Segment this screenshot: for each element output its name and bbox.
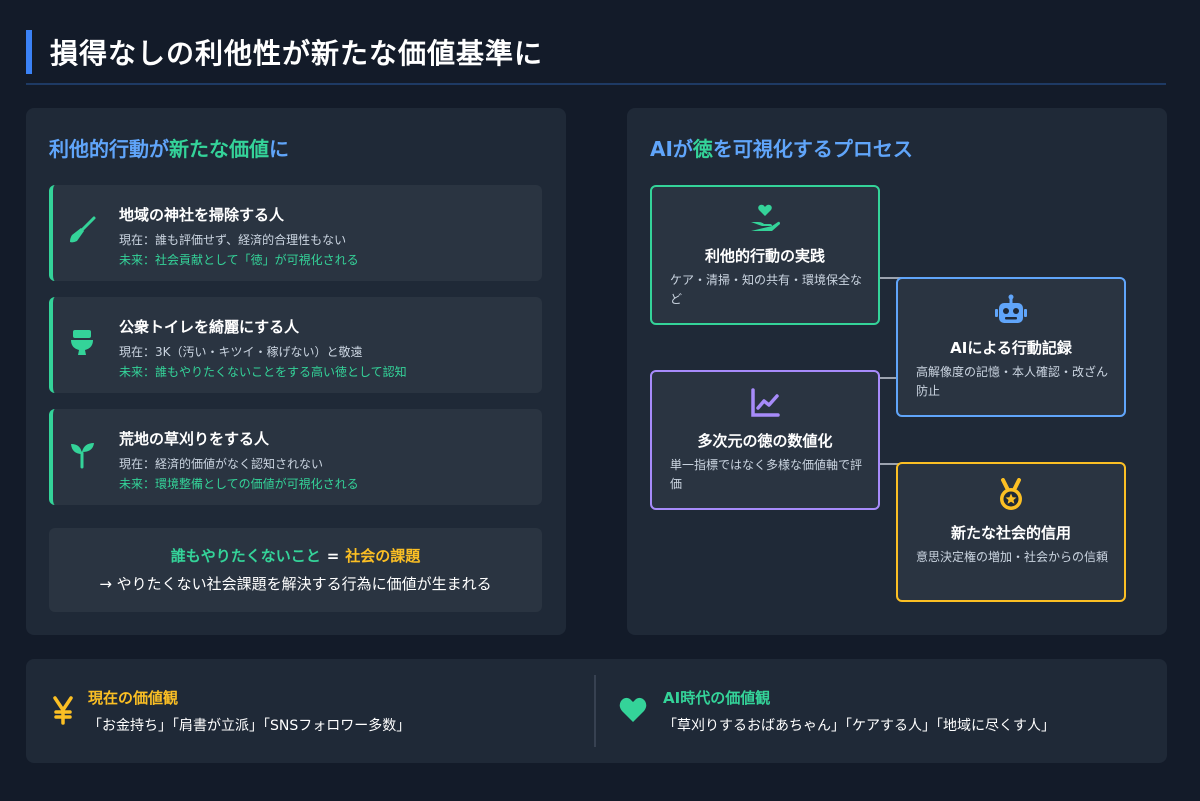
card-title: 地域の神社を掃除する人 [119, 206, 285, 224]
card-title: 荒地の草刈りをする人 [119, 430, 270, 448]
step-desc: ケア・清掃・知の共有・環境保全など [670, 273, 863, 306]
title-divider [26, 83, 1166, 85]
process-panel: AIが徳を可視化するプロセス 利他的行動の実践 ケア・清掃・知の共有・環境保全な… [627, 108, 1167, 635]
heading-part-3: に [269, 137, 289, 161]
medal-icon [1000, 478, 1022, 510]
heading-part-1: AIが [650, 137, 693, 161]
summary-equation: 誰もやりたくないこと = 社会の課題 [49, 545, 542, 566]
process-step-1: 利他的行動の実践 ケア・清掃・知の共有・環境保全など [650, 185, 880, 325]
step-title: 新たな社会的信用 [950, 524, 1071, 542]
values-comparison-bar: 現在の価値観 「お金持ち」「肩書が立派」「SNSフォロワー多数」 AI時代の価値… [26, 659, 1167, 763]
card-now: 現在：誰も評価せず、経済的合理性もない [119, 233, 347, 247]
card-future: 未来：誰もやりたくないことをする高い徳として認知 [119, 365, 407, 379]
card-now: 現在：経済的価値がなく認知されない [119, 457, 324, 471]
broom-icon [70, 216, 96, 243]
step-desc: 単一指標ではなく多様な価値軸で評価 [670, 458, 863, 491]
process-step-3: 多次元の徳の数値化 単一指標ではなく多様な価値軸で評価 [650, 370, 880, 510]
step-desc: 高解像度の記憶・本人確認・改ざん防止 [916, 365, 1109, 398]
heading-part-2: 徳 [692, 137, 713, 161]
card-now: 現在：3K（汚い・キツイ・稼げない）と敬遠 [119, 345, 363, 359]
step-title: 多次元の徳の数値化 [697, 432, 833, 450]
page-title: 損得なしの利他性が新たな価値基準に [50, 37, 544, 70]
summary-left: 誰もやりたくないこと [170, 547, 321, 565]
process-panel-heading: AIが徳を可視化するプロセス [650, 133, 913, 162]
current-values-title: 現在の価値観 [88, 689, 179, 707]
current-values-text: 「お金持ち」「肩書が立派」「SNSフォロワー多数」 [88, 718, 411, 734]
step-desc: 意思決定権の増加・社会からの信頼 [916, 550, 1109, 564]
page-title-bar: 損得なしの利他性が新たな価値基準に [26, 30, 543, 74]
person-card-shrine: 地域の神社を掃除する人 現在：誰も評価せず、経済的合理性もない 未来：社会貢献と… [49, 185, 542, 281]
summary-right: 社会の課題 [345, 547, 421, 565]
summary-box: 誰もやりたくないこと = 社会の課題 → やりたくない社会課題を解決する行為に価値が… [49, 528, 542, 612]
process-step-2: AIによる行動記録 高解像度の記憶・本人確認・改ざん防止 [896, 277, 1126, 417]
summary-conclusion: → やりたくない社会課題を解決する行為に価値が生まれる [99, 575, 492, 593]
ai-era-values-title: AI時代の価値観 [663, 689, 771, 707]
seedling-icon [71, 443, 94, 469]
heart-hand-icon [751, 204, 780, 231]
robot-icon [995, 294, 1027, 323]
card-future: 未来：社会貢献として「徳」が可視化される [119, 253, 359, 267]
heading-part-2: 新たな価値 [169, 137, 269, 161]
card-future: 未来：環境整備としての価値が可視化される [119, 477, 359, 491]
bottom-divider [594, 675, 596, 747]
summary-equals: = [326, 547, 340, 565]
heart-icon [619, 697, 647, 722]
step-title: AIによる行動記録 [950, 339, 1072, 357]
process-step-4: 新たな社会的信用 意思決定権の増加・社会からの信頼 [896, 462, 1126, 602]
person-card-toilet: 公衆トイレを綺麗にする人 現在：3K（汚い・キツイ・稼げない）と敬遠 未来：誰も… [49, 297, 542, 393]
step-title: 利他的行動の実践 [704, 247, 825, 265]
heading-part-1: 利他的行動が [49, 137, 169, 161]
ai-era-values-text: 「草刈りするおばあちゃん」「ケアする人」「地域に尽くす人」 [663, 718, 1055, 734]
person-card-weeding: 荒地の草刈りをする人 現在：経済的価値がなく認知されない 未来：環境整備としての… [49, 409, 542, 505]
altruism-panel: 利他的行動が新たな価値に 地域の神社を掃除する人 現在：誰も評価せず、経済的合理… [26, 108, 566, 635]
yen-icon [53, 696, 73, 725]
altruism-panel-heading: 利他的行動が新たな価値に [49, 133, 289, 162]
toilet-icon [71, 330, 93, 355]
heading-part-3: を可視化するプロセス [712, 137, 913, 161]
chart-line-icon [751, 388, 780, 417]
card-title: 公衆トイレを綺麗にする人 [119, 318, 300, 336]
